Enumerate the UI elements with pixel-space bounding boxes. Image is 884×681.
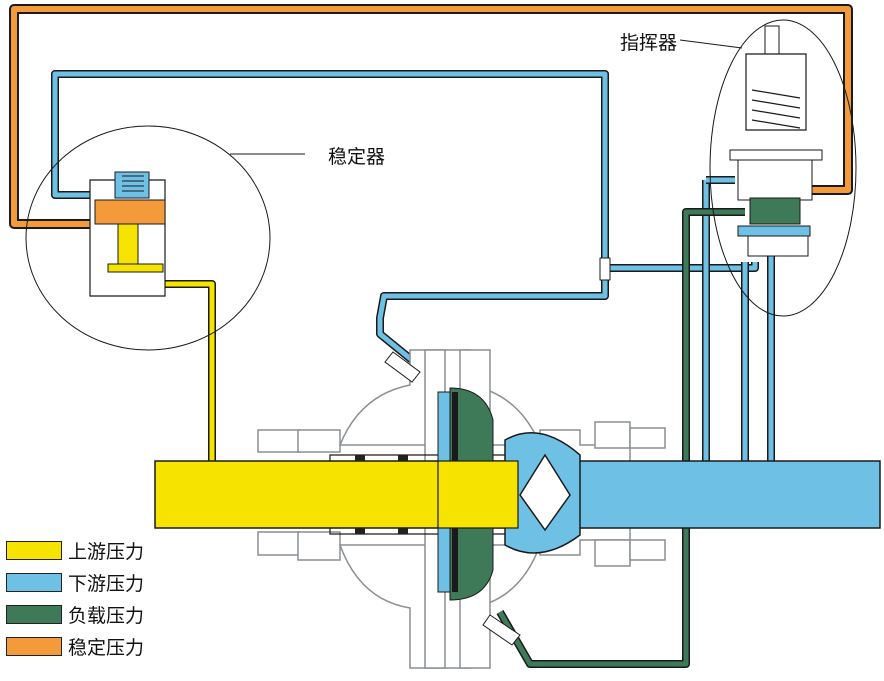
pilot [709,19,857,317]
stabilizer-label: 稳定器 [328,146,386,168]
legend-label: 负载压力 [68,604,145,627]
legend-label: 上游压力 [68,540,145,563]
legend: 上游压力 下游压力 负载压力 稳定压力 [6,534,144,662]
loading-pressure-line [496,208,745,668]
legend-swatch [6,604,62,624]
downstream-sensing-line [51,70,775,462]
legend-swatch [6,572,62,592]
legend-item-downstream: 下游压力 [6,566,144,598]
legend-item-stabilizing: 稳定压力 [6,630,144,662]
outlet-pipe [504,432,881,554]
pilot-label: 指挥器 [620,32,678,54]
legend-label: 下游压力 [68,572,145,595]
legend-label: 稳定压力 [68,636,145,659]
legend-swatch [6,540,62,560]
legend-item-upstream: 上游压力 [6,534,144,566]
stabilizer [25,125,271,351]
pilot-leader-line [679,39,743,49]
main-diaphragm [437,387,519,601]
legend-item-loading: 负载压力 [6,598,144,630]
upstream-pressure-line [130,280,216,462]
legend-swatch [6,636,62,656]
fittings [384,351,521,646]
